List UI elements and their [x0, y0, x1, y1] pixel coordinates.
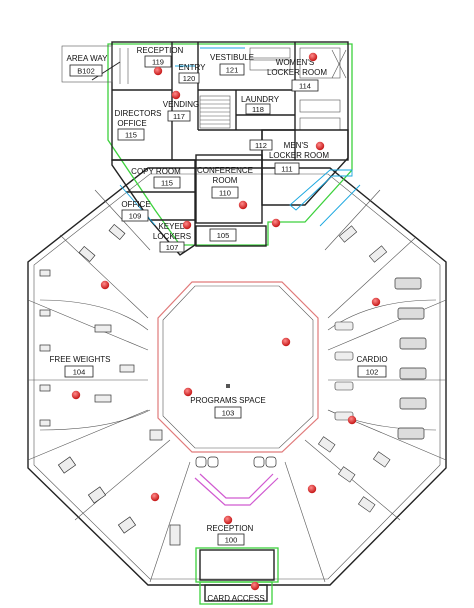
room-number-117: 117: [173, 112, 185, 121]
marker-card-access: [250, 581, 260, 591]
room-number-104: 104: [73, 368, 86, 377]
programs-space-walls: [157, 281, 319, 453]
octagon-outer-wall: [27, 167, 447, 586]
marker-weights-mid: [71, 390, 81, 400]
room-number-103: 103: [222, 409, 235, 418]
room-label-conference-2: ROOM: [213, 176, 238, 185]
marker-keyed-lockers: [182, 220, 192, 230]
west-office-wing: [111, 159, 196, 256]
room-number-111: 111: [281, 165, 292, 174]
room-label-laundry: LAUNDRY: [241, 95, 280, 104]
room-number-120: 120: [183, 74, 196, 83]
room-number-119: 119: [152, 58, 164, 67]
room-number-109: 109: [129, 212, 142, 221]
room-label-mens-locker-1: MEN'S: [284, 141, 309, 150]
marker-mens-locker: [315, 141, 325, 151]
room-label-keyed-1: KEYED: [158, 222, 185, 231]
interior-walls: [112, 42, 296, 180]
reception-desk: [194, 473, 279, 506]
room-label-directors-2: OFFICE: [117, 119, 146, 128]
room-label-reception-119: RECEPTION: [137, 46, 184, 55]
room-label-directors-1: DIRECTORS: [115, 109, 162, 118]
reception-vestibule: [195, 547, 279, 583]
room-label-programs: PROGRAMS SPACE: [190, 396, 265, 405]
marker-weights-south: [150, 492, 160, 502]
room-number-105: 105: [217, 231, 230, 240]
room-number-112: 112: [255, 141, 267, 150]
marker-cardio-mid: [347, 415, 357, 425]
room-label-vending: VENDING: [163, 100, 199, 109]
room-label-reception-100: RECEPTION: [207, 524, 254, 533]
room-label-area-way: AREA WAY: [67, 54, 109, 63]
marker-cardio-south: [307, 484, 317, 494]
north-building-walls: [111, 41, 349, 161]
locker-room-fixtures: [249, 47, 347, 131]
room-label-copy-room: COPY ROOM: [131, 167, 181, 176]
marker-weights-north: [100, 280, 110, 290]
room-number-121: 121: [226, 66, 239, 75]
marker-programs-center: [183, 387, 193, 397]
room-label-vestibule: VESTIBULE: [210, 53, 254, 62]
room-label-keyed-2: LOCKERS: [153, 232, 191, 241]
marker-womens-locker: [308, 52, 318, 62]
stairs: [119, 48, 231, 129]
cardio-machines: [317, 225, 427, 513]
room-label-mens-locker-2: LOCKER ROOM: [269, 151, 329, 160]
room-number-107: 107: [166, 243, 179, 252]
room-number-114: 114: [299, 82, 311, 91]
marker-reception-100: [223, 515, 233, 525]
room-number-102: 102: [366, 368, 379, 377]
room-label-cardio: CARDIO: [356, 355, 387, 364]
room-label-womens-locker-1: WOMEN'S: [276, 58, 314, 67]
room-number-b102: B102: [77, 67, 95, 76]
marker-programs-north: [281, 337, 291, 347]
north-building-green-outline: [107, 43, 353, 246]
room-number-118: 118: [252, 105, 264, 114]
marker-vending: [171, 90, 181, 100]
room-label-free-weights: FREE WEIGHTS: [50, 355, 111, 364]
card-access-vestibule: [199, 581, 273, 605]
room-label-conference-1: CONFERENCE: [197, 166, 253, 175]
weight-equipment: [39, 223, 181, 546]
room-label-entry: ENTRY: [179, 63, 207, 72]
room-label-womens-locker-2: LOCKER ROOM: [267, 68, 327, 77]
marker-reception-119: [153, 66, 163, 76]
room-number-115-copy: 115: [161, 179, 173, 188]
room-105-walls: [195, 225, 267, 247]
room-number-100: 100: [225, 536, 238, 545]
marker-cardio-north: [371, 297, 381, 307]
programs-center-mark: [226, 384, 230, 388]
desk-chairs: [195, 456, 277, 468]
east-glazing: [289, 169, 353, 211]
octagon-inner-wall: [33, 173, 441, 580]
room-number-110: 110: [219, 189, 231, 198]
room-number-115-directors: 115: [125, 131, 137, 140]
location-markers: [71, 52, 381, 591]
marker-east-entry: [271, 218, 281, 228]
room-label-card-access: CARD ACCESS: [207, 594, 264, 603]
room-label-office: OFFICE: [121, 200, 150, 209]
marker-conference: [238, 200, 248, 210]
